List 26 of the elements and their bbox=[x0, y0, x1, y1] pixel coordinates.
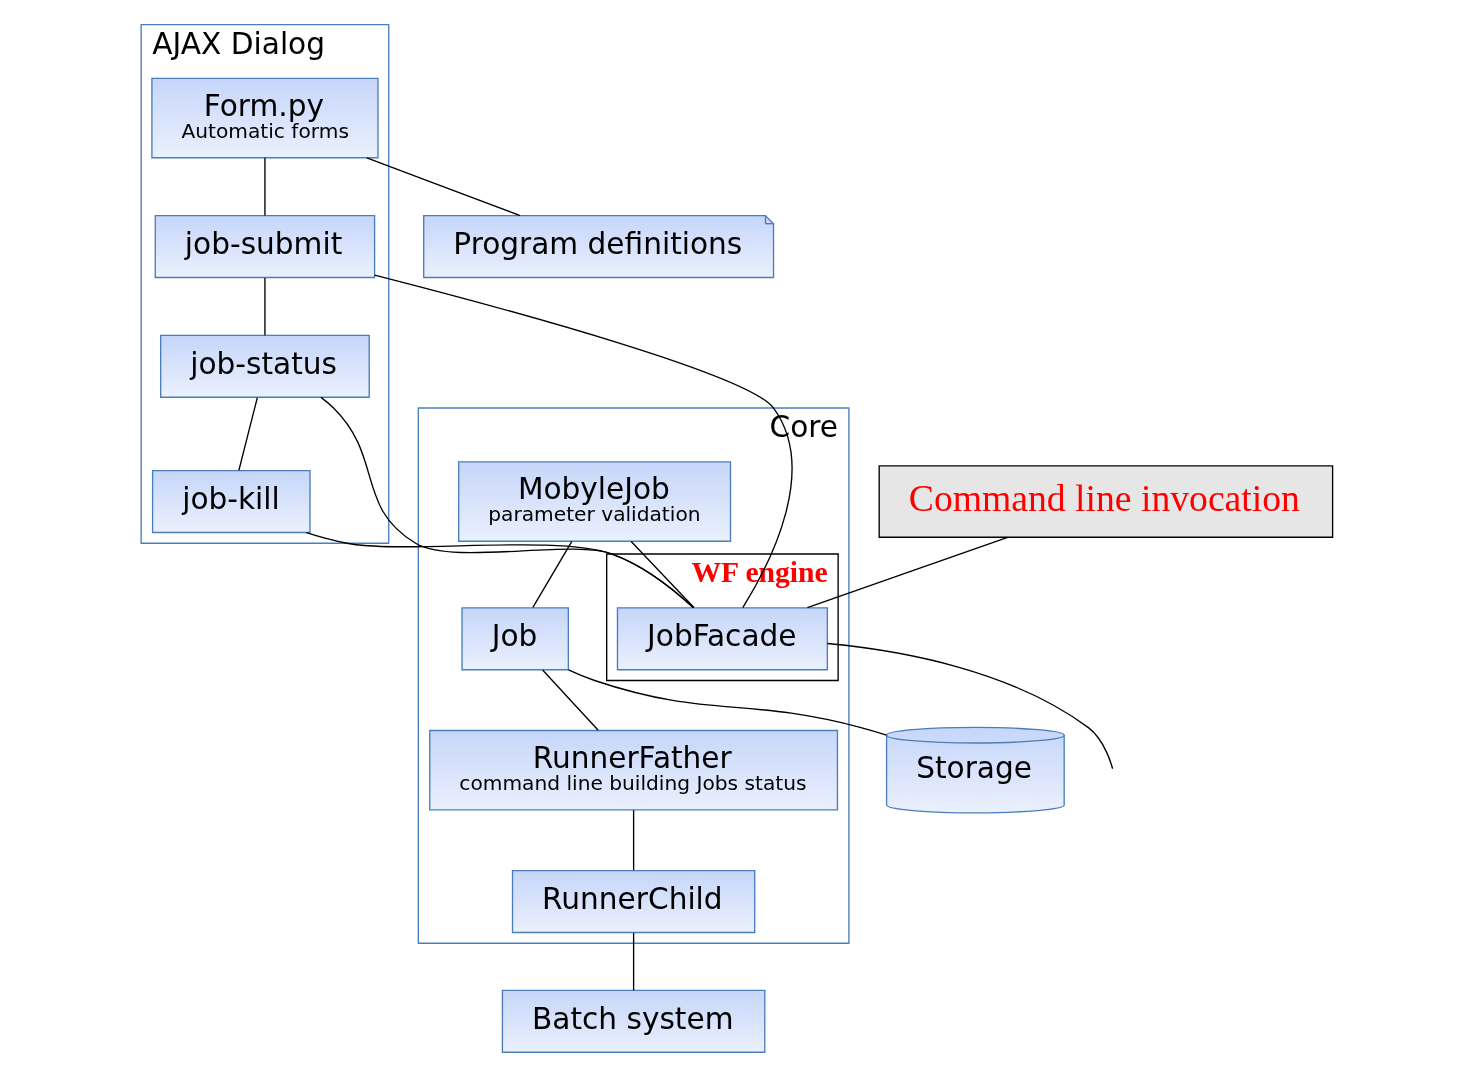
node-box: job-status bbox=[159, 334, 370, 398]
connector bbox=[305, 532, 694, 609]
node-box: Command line invocation bbox=[878, 465, 1333, 538]
connector bbox=[263, 277, 266, 336]
connector bbox=[826, 642, 1113, 770]
node-box: MobyleJob parameter validation bbox=[457, 461, 731, 542]
connector bbox=[263, 157, 266, 217]
node-box: RunnerChild bbox=[511, 869, 755, 934]
node-box: job-submit bbox=[154, 214, 375, 279]
connector bbox=[806, 536, 1008, 609]
node-box: RunnerFather command line building Jobs status bbox=[428, 729, 838, 811]
connector bbox=[237, 397, 258, 471]
connector bbox=[541, 669, 599, 731]
connector bbox=[531, 540, 572, 609]
connector bbox=[567, 669, 887, 736]
connector bbox=[319, 396, 694, 609]
node-box: Form.py Automatic forms bbox=[150, 77, 379, 159]
node-box: Job bbox=[460, 607, 569, 671]
node-box: JobFacade bbox=[616, 607, 828, 671]
connector bbox=[373, 274, 792, 609]
node-box: job-kill bbox=[151, 469, 311, 534]
connector bbox=[365, 157, 521, 217]
node-box: Batch system bbox=[501, 989, 765, 1053]
connector bbox=[632, 809, 634, 871]
connector bbox=[630, 540, 695, 609]
connector bbox=[632, 932, 634, 991]
